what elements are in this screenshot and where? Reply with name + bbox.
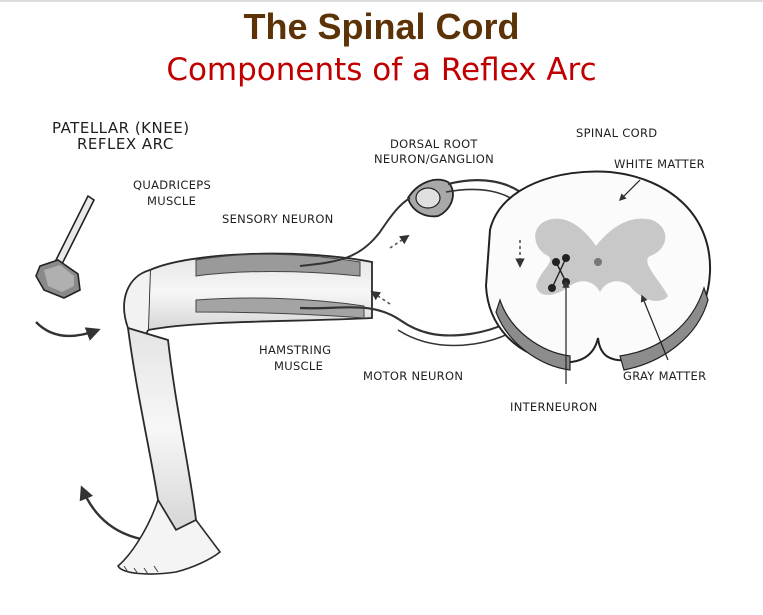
spinal-cord-cross-section	[484, 170, 712, 371]
hamstring-muscle	[195, 297, 365, 319]
hamstring-label-line1: HAMSTRING	[259, 343, 331, 357]
sensory-neuron-label: SENSORY NEURON	[222, 212, 334, 226]
dorsal-root-label-line1: DORSAL ROOT	[390, 137, 478, 151]
white-matter-pointer	[618, 179, 641, 202]
top-divider	[0, 0, 763, 2]
spinal-cord-label: SPINAL CORD	[576, 126, 657, 140]
reflex-arc-label-line1: PATELLAR (KNEE)	[52, 119, 190, 137]
motor-neuron-label: MOTOR NEURON	[363, 369, 463, 383]
dorsal-root-ganglion	[407, 178, 454, 218]
hamstring-label-line2: MUSCLE	[274, 359, 323, 373]
quadriceps-muscle	[195, 253, 361, 277]
dorsal-root-label-line2: NEURON/GANGLION	[374, 152, 494, 166]
interneuron-label: INTERNEURON	[510, 400, 598, 414]
tap-arrow-icon	[35, 321, 101, 341]
page-title: The Spinal Cord	[243, 6, 520, 47]
page-subtitle: Components of a Reflex Arc	[166, 52, 597, 88]
gray-matter-pointer	[640, 294, 669, 361]
sensory-neuron-fiber	[299, 197, 411, 267]
white-matter-label: WHITE MATTER	[614, 157, 705, 171]
reflex-hammer-icon	[35, 194, 96, 299]
reflex-arc-label-line2: REFLEX ARC	[77, 135, 174, 153]
motor-direction-arrow	[370, 290, 391, 305]
interneuron-cells	[548, 254, 570, 292]
kick-arrow-icon	[79, 485, 147, 542]
quadriceps-label-line2: MUSCLE	[147, 194, 196, 208]
quadriceps-label-line1: QUADRICEPS	[133, 178, 211, 192]
gray-matter-label: GRAY MATTER	[623, 369, 706, 383]
sensory-direction-arrow	[389, 234, 410, 249]
